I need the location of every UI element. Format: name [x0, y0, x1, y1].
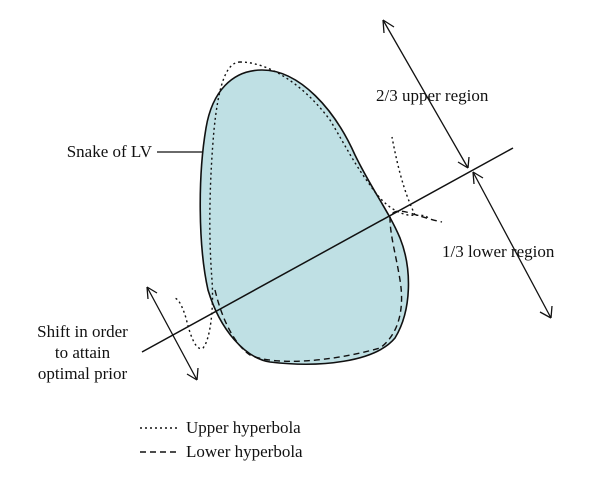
lower-region-label: 1/3 lower region: [442, 242, 555, 261]
lower-region-arrow: [472, 171, 553, 319]
shift-label-line3: optimal prior: [37, 364, 128, 383]
legend-upper-label: Upper hyperbola: [186, 418, 301, 437]
upper-region-label: 2/3 upper region: [376, 86, 489, 105]
lower-hyperbola-curve: [214, 210, 443, 362]
shift-label-line2: to attain: [54, 343, 111, 362]
upper-region-arrow: [382, 19, 470, 169]
shift-arrow: [146, 286, 199, 381]
snake-label: Snake of LV: [66, 142, 152, 161]
upper-hyperbola-curve: [173, 61, 429, 350]
legend-lower-label: Lower hyperbola: [186, 442, 303, 461]
dividing-line: [141, 147, 514, 353]
shift-label-line1: Shift in order: [37, 322, 128, 341]
lv-snake-shape: [199, 69, 410, 365]
